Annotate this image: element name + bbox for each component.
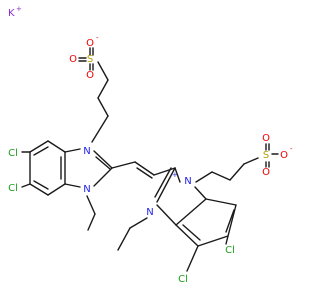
bond-line — [117, 227, 131, 251]
bond-line — [95, 156, 111, 170]
nitrogen-label-upper-2: N — [83, 184, 90, 195]
bond-line — [111, 161, 136, 169]
oxygen-charge-bottom: - — [290, 145, 293, 153]
oxygen-label-bottom-b: O — [280, 150, 288, 161]
bond-line — [229, 163, 245, 181]
sulfur-label-bottom: S — [263, 150, 269, 161]
bond-line — [175, 198, 207, 226]
bond-line — [64, 148, 81, 153]
bond-lines — [21, 47, 279, 272]
potassium-ion-label: K — [8, 8, 15, 19]
bond-line — [211, 171, 231, 181]
bond-line — [97, 61, 109, 81]
bond-line — [182, 224, 201, 241]
potassium-charge: + — [16, 5, 22, 13]
bond-line — [136, 167, 153, 179]
chlorine-label-1: Cl — [8, 148, 18, 159]
bond-line — [21, 183, 31, 188]
bond-line — [197, 235, 229, 247]
bond-line — [93, 167, 113, 187]
bond-line — [97, 97, 109, 117]
atom-labels: K + S O - O O N N Cl Cl N + N Cl Cl S O … — [8, 5, 293, 285]
chlorine-label-4: Cl — [178, 274, 188, 285]
bond-line — [195, 171, 213, 183]
bond-line — [29, 140, 49, 153]
nitrogen-label-lower-2: N — [146, 207, 153, 218]
bond-line — [134, 161, 155, 176]
nitrogen-charge-lower: + — [172, 171, 178, 179]
oxygen-label-bottom-c: O — [262, 167, 270, 178]
bond-line — [91, 115, 109, 143]
bond-line — [194, 186, 207, 200]
bond-line — [154, 167, 172, 198]
bond-line — [64, 183, 81, 188]
bond-line — [97, 79, 109, 99]
chlorine-label-3: Cl — [225, 245, 235, 256]
oxygen-label-top-a: O — [86, 38, 94, 49]
bond-line — [156, 204, 177, 226]
oxygen-label-top-c: O — [86, 70, 94, 81]
bond-line — [225, 209, 235, 233]
bond-line — [227, 204, 237, 237]
oxygen-label-bottom-a: O — [262, 133, 270, 144]
bond-line — [175, 224, 199, 247]
bond-line — [33, 146, 49, 156]
molecule-diagram: K + S O - O O N N Cl Cl N + N Cl Cl S O … — [8, 5, 293, 285]
nitrogen-label-upper-1: N — [83, 146, 90, 157]
bond-line — [29, 183, 49, 196]
bond-line — [153, 167, 176, 176]
oxygen-charge-top: - — [96, 34, 99, 42]
bond-line — [225, 235, 229, 245]
bond-line — [86, 195, 96, 215]
chlorine-label-2: Cl — [8, 183, 18, 194]
bond-line — [33, 180, 49, 190]
bond-line — [47, 183, 66, 196]
oxygen-label-top-b: O — [69, 54, 77, 65]
bond-line — [174, 167, 181, 183]
nitrogen-label-lower-1: N — [184, 176, 191, 187]
bond-line — [93, 150, 113, 169]
sulfur-label-top: S — [87, 54, 93, 65]
bond-line — [186, 245, 199, 272]
bond-line — [156, 167, 176, 203]
bond-line — [47, 140, 66, 153]
bond-line — [87, 213, 96, 231]
bond-line — [243, 157, 259, 165]
bond-line — [129, 217, 148, 229]
bond-line — [205, 198, 237, 206]
